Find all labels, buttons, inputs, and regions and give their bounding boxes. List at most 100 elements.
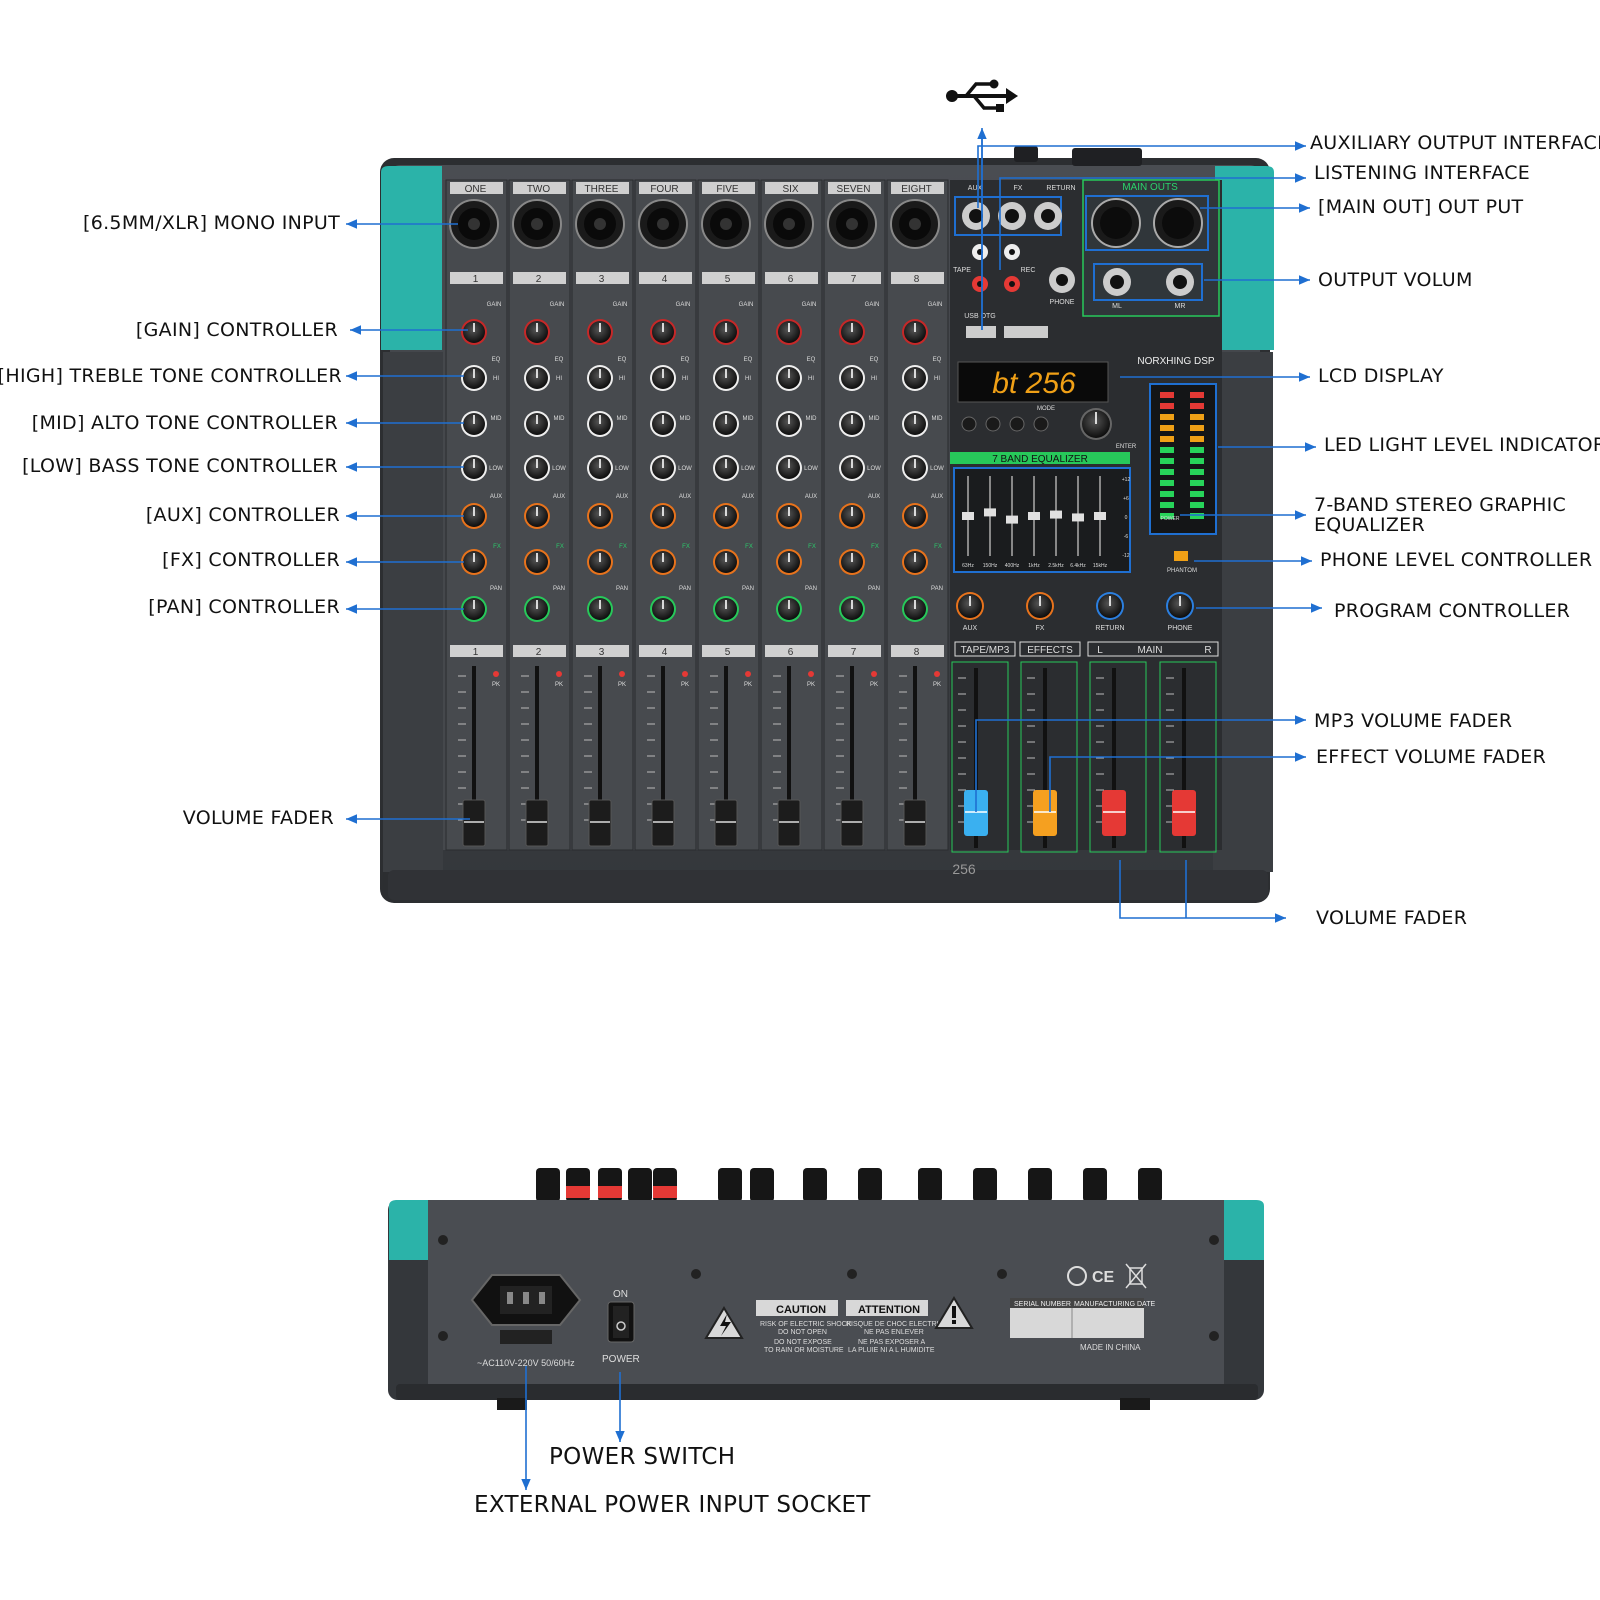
mid-knob[interactable] — [650, 411, 676, 437]
channel-fader-cap[interactable] — [777, 799, 801, 847]
channel-fader-cap[interactable] — [903, 799, 927, 847]
master-fader-cap[interactable] — [1033, 790, 1057, 836]
low-knob[interactable] — [587, 455, 613, 481]
eq-band-slider[interactable] — [984, 508, 996, 517]
quarter-inch-jack[interactable] — [962, 202, 990, 230]
usb-port[interactable] — [966, 326, 996, 338]
gain-knob[interactable] — [902, 319, 928, 345]
aux-knob[interactable] — [776, 503, 802, 529]
low-knob[interactable] — [461, 455, 487, 481]
eq-band-slider[interactable] — [1028, 512, 1040, 520]
fx-knob[interactable] — [461, 549, 487, 575]
rca-jack[interactable] — [1004, 276, 1020, 292]
aux-knob[interactable] — [587, 503, 613, 529]
master-fader-cap[interactable] — [1172, 790, 1196, 836]
xlr-combo-jack[interactable] — [575, 199, 625, 249]
xlr-combo-jack[interactable] — [701, 199, 751, 249]
pan-knob[interactable] — [524, 596, 550, 622]
aux-knob[interactable] — [902, 503, 928, 529]
low-knob[interactable] — [713, 455, 739, 481]
hi-knob[interactable] — [713, 365, 739, 391]
low-knob[interactable] — [776, 455, 802, 481]
mid-knob[interactable] — [713, 411, 739, 437]
gain-knob[interactable] — [650, 319, 676, 345]
eq-band-slider[interactable] — [1050, 510, 1062, 519]
hi-knob[interactable] — [839, 365, 865, 391]
eq-band-slider[interactable] — [1094, 512, 1106, 520]
mid-knob[interactable] — [524, 411, 550, 437]
channel-fader-cap[interactable] — [714, 799, 738, 847]
pan-knob[interactable] — [902, 596, 928, 622]
hi-knob[interactable] — [461, 365, 487, 391]
master-knob[interactable] — [1026, 592, 1054, 620]
master-knob[interactable] — [1166, 592, 1194, 620]
hi-knob[interactable] — [650, 365, 676, 391]
quarter-inch-jack[interactable] — [1103, 268, 1131, 296]
transport-button[interactable] — [1009, 416, 1025, 432]
eq-band-slider[interactable] — [1006, 515, 1018, 524]
transport-button[interactable] — [1033, 416, 1049, 432]
channel-fader-cap[interactable] — [840, 799, 864, 847]
mid-knob[interactable] — [902, 411, 928, 437]
xlr-combo-jack[interactable] — [512, 199, 562, 249]
low-knob[interactable] — [524, 455, 550, 481]
phantom-switch[interactable] — [1174, 551, 1188, 561]
quarter-inch-jack[interactable] — [998, 202, 1026, 230]
gain-knob[interactable] — [461, 319, 487, 345]
channel-fader-cap[interactable] — [525, 799, 549, 847]
pan-knob[interactable] — [461, 596, 487, 622]
xlr-combo-jack[interactable] — [638, 199, 688, 249]
rca-jack[interactable] — [972, 244, 988, 260]
transport-button[interactable] — [985, 416, 1001, 432]
mid-knob[interactable] — [587, 411, 613, 437]
channel-fader-cap[interactable] — [462, 799, 486, 847]
mid-knob[interactable] — [461, 411, 487, 437]
gain-knob[interactable] — [776, 319, 802, 345]
transport-button[interactable] — [961, 416, 977, 432]
sd-slot[interactable] — [1004, 326, 1048, 338]
hi-knob[interactable] — [524, 365, 550, 391]
fx-knob[interactable] — [713, 549, 739, 575]
pan-knob[interactable] — [650, 596, 676, 622]
pan-knob[interactable] — [839, 596, 865, 622]
aux-knob[interactable] — [524, 503, 550, 529]
rca-jack[interactable] — [1004, 244, 1020, 260]
mid-knob[interactable] — [839, 411, 865, 437]
xlr-combo-jack[interactable] — [764, 199, 814, 249]
fx-knob[interactable] — [902, 549, 928, 575]
hi-knob[interactable] — [902, 365, 928, 391]
master-fader-cap[interactable] — [1102, 790, 1126, 836]
quarter-inch-jack[interactable] — [1166, 268, 1194, 296]
eq-band-slider[interactable] — [962, 512, 974, 520]
low-knob[interactable] — [839, 455, 865, 481]
fx-knob[interactable] — [650, 549, 676, 575]
channel-fader-cap[interactable] — [588, 799, 612, 847]
quarter-inch-jack[interactable] — [1034, 202, 1062, 230]
fx-knob[interactable] — [524, 549, 550, 575]
channel-fader-cap[interactable] — [651, 799, 675, 847]
hi-knob[interactable] — [776, 365, 802, 391]
fx-knob[interactable] — [587, 549, 613, 575]
power-switch[interactable] — [607, 1301, 635, 1343]
aux-knob[interactable] — [650, 503, 676, 529]
aux-knob[interactable] — [461, 503, 487, 529]
fx-knob[interactable] — [839, 549, 865, 575]
pan-knob[interactable] — [776, 596, 802, 622]
xlr-main-out-jack[interactable] — [1091, 198, 1141, 248]
gain-knob[interactable] — [524, 319, 550, 345]
phone-jack[interactable] — [1049, 267, 1075, 293]
low-knob[interactable] — [902, 455, 928, 481]
gain-knob[interactable] — [839, 319, 865, 345]
enter-knob[interactable] — [1080, 408, 1112, 440]
master-knob[interactable] — [1096, 592, 1124, 620]
pan-knob[interactable] — [587, 596, 613, 622]
fx-knob[interactable] — [776, 549, 802, 575]
gain-knob[interactable] — [587, 319, 613, 345]
pan-knob[interactable] — [713, 596, 739, 622]
xlr-combo-jack[interactable] — [449, 199, 499, 249]
eq-band-slider[interactable] — [1072, 513, 1084, 522]
hi-knob[interactable] — [587, 365, 613, 391]
gain-knob[interactable] — [713, 319, 739, 345]
mid-knob[interactable] — [776, 411, 802, 437]
xlr-combo-jack[interactable] — [890, 199, 940, 249]
